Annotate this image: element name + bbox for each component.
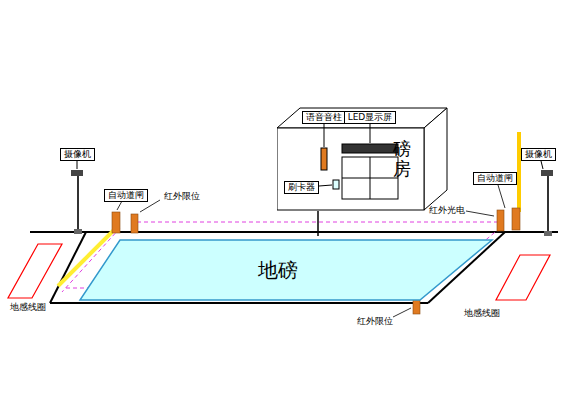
camera-callout: 摄像机 bbox=[60, 148, 95, 161]
part-label: 红外限位 bbox=[357, 316, 393, 327]
barrier-gate-callout: 自动道闸 bbox=[104, 189, 148, 202]
weighbridge-platform: 地磅 bbox=[78, 236, 494, 302]
callout-label: LED显示屏 bbox=[348, 112, 393, 123]
part-label: 红外光电 bbox=[429, 205, 465, 216]
callout-label: 自动道闸 bbox=[108, 190, 144, 201]
part-label: 红外限位 bbox=[164, 191, 200, 202]
cable-connector bbox=[317, 211, 319, 236]
part-label: 地感线圈 bbox=[464, 308, 500, 319]
led-callout: LED显示屏 bbox=[344, 111, 397, 124]
callout-label: 摄像机 bbox=[64, 149, 91, 160]
card-reader-callout: 刷卡器 bbox=[284, 181, 319, 194]
weigh-house: 语音音柱 LED显示屏刷卡器 磅房 bbox=[277, 107, 448, 211]
part-label: 地感线圈 bbox=[10, 302, 46, 313]
speaker-callout: 语音音柱 bbox=[302, 111, 346, 124]
barrier-gate-callout: 自动道闸 bbox=[473, 172, 517, 185]
building-label: 磅房 bbox=[393, 139, 411, 179]
callout-label: 自动道闸 bbox=[477, 173, 513, 184]
platform-label: 地磅 bbox=[258, 257, 298, 284]
camera-callout: 摄像机 bbox=[521, 148, 556, 161]
callout-label: 摄像机 bbox=[525, 149, 552, 160]
callout-label: 刷卡器 bbox=[288, 182, 315, 193]
callout-label: 语音音柱 bbox=[306, 112, 342, 123]
